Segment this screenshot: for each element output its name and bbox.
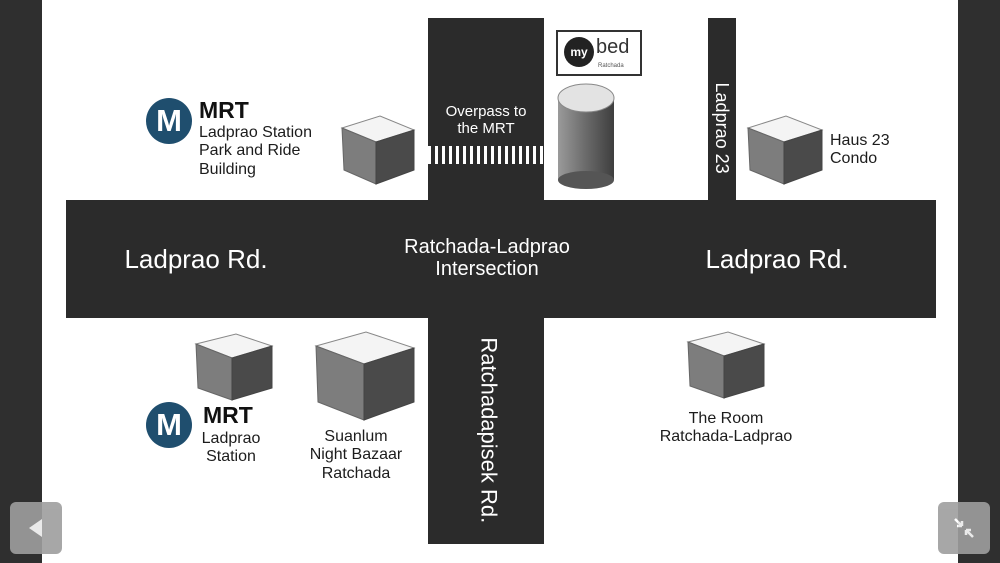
building-haus23-icon	[746, 115, 824, 185]
building-the-room-icon	[686, 331, 766, 399]
label-overpass: Overpass to the MRT	[445, 103, 527, 137]
label-ladprao-23: Ladprao 23	[712, 82, 733, 174]
mybed-logo-text: bed	[596, 36, 630, 58]
mybed-building-icon	[557, 83, 615, 189]
mrt-logo-icon: M	[146, 402, 192, 448]
suanlum-line: Suanlum	[324, 428, 388, 445]
label-ratchadapisek-rd: Ratchadapisek Rd.	[476, 337, 502, 524]
road-ratchadapisek-north	[428, 18, 544, 318]
left-arrow-icon	[29, 519, 42, 537]
the-room-label: The Room Ratchada-Ladprao	[636, 410, 816, 447]
haus23-label: Haus 23 Condo	[830, 132, 890, 169]
mrt-park-ride-label: Ladprao Station Park and Ride Building	[199, 124, 312, 179]
label-ladprao-rd-west: Ladprao Rd.	[124, 244, 268, 274]
label-ladprao-rd-east: Ladprao Rd.	[705, 244, 849, 274]
collapse-arrows-icon	[954, 518, 974, 538]
mybed-logo-circle: my	[564, 37, 594, 67]
haus23-line: Condo	[830, 150, 878, 168]
mrt-park-ride-line: Building	[199, 160, 256, 178]
label-intersection: Ratchada-Ladprao Intersection	[404, 236, 570, 281]
suanlum-label: Suanlum Night Bazaar Ratchada	[296, 428, 416, 483]
the-room-line: The Room	[688, 410, 764, 427]
haus23-line: Haus 23	[830, 132, 890, 149]
mybed-logo-sub: Ratchada	[598, 63, 624, 69]
mrt-park-ride-title: MRT	[199, 97, 249, 123]
building-park-and-ride-icon	[340, 115, 416, 185]
building-suanlum-icon	[314, 331, 416, 421]
mrt-station-line: Station	[206, 448, 256, 466]
mrt-logo-icon: M	[146, 98, 192, 144]
mrt-station-title: MRT	[203, 402, 253, 428]
mrt-station-line: Ladprao	[201, 430, 261, 447]
the-room-line: Ratchada-Ladprao	[659, 428, 793, 446]
mrt-station-label: Ladprao Station	[198, 430, 264, 467]
suanlum-line: Ratchada	[321, 464, 391, 482]
suanlum-line: Night Bazaar	[309, 446, 403, 464]
road-ladprao-23	[708, 18, 736, 208]
map-canvas: Ladprao Rd. Ladprao Rd. Ratchada-Ladprao…	[42, 0, 958, 563]
collapse-button[interactable]	[938, 502, 990, 554]
back-button[interactable]	[10, 502, 62, 554]
road-ratchadapisek-south	[428, 318, 544, 544]
overpass-crosswalk	[428, 146, 544, 164]
mrt-park-ride-line: Ladprao Station	[199, 124, 312, 141]
mybed-logo: my bed Ratchada	[556, 30, 642, 76]
mrt-park-ride-line: Park and Ride	[199, 142, 301, 160]
building-mrt-station-icon	[194, 333, 274, 401]
